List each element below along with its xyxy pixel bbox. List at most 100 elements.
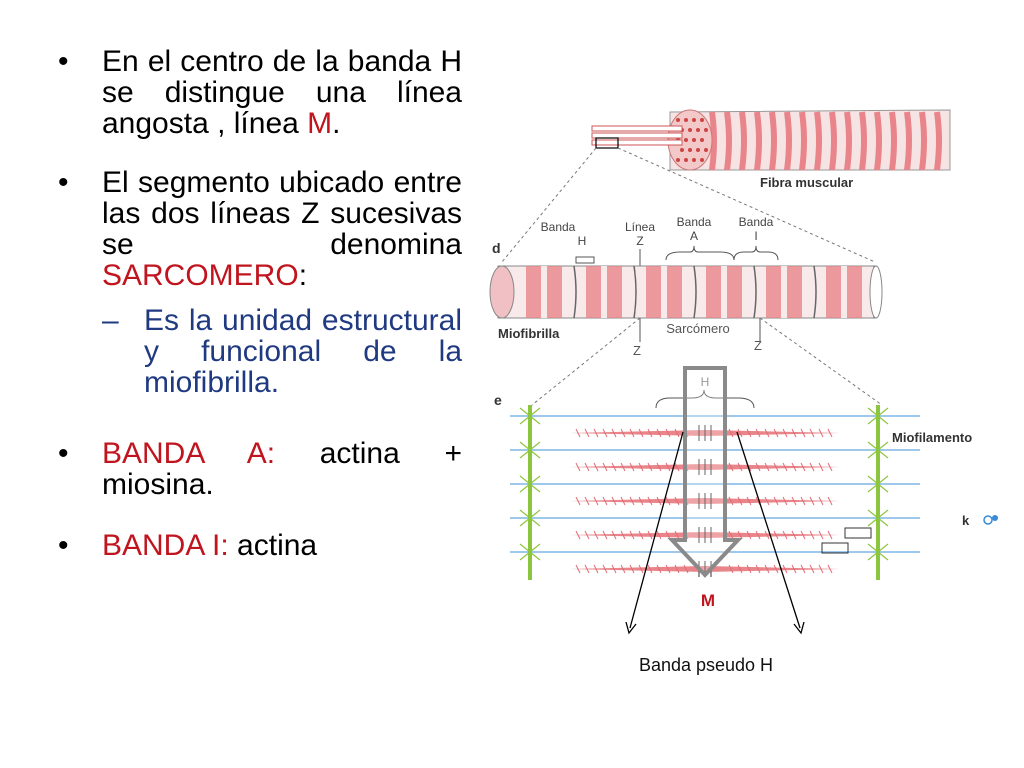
myosin-head	[656, 564, 662, 574]
myosin-head	[800, 530, 806, 540]
myofibril-h-zone	[841, 266, 847, 318]
myosin-head	[773, 496, 779, 506]
myosin-head	[584, 564, 590, 574]
bullet-text: El segmento ubicado entre las dos líneas…	[102, 166, 462, 292]
fiber-stripe	[709, 111, 717, 171]
fiber-stripe	[829, 111, 837, 171]
myosin-head	[755, 496, 761, 506]
myosin-head	[584, 496, 590, 506]
myosin-head	[638, 428, 644, 438]
myosin-head	[575, 462, 581, 472]
myosin-head	[746, 496, 752, 506]
myosin-head	[791, 564, 797, 574]
muscle-fiber-illustration: Fibra muscular	[591, 109, 951, 190]
bullet-text: En el centro de la banda H se distingue …	[102, 45, 462, 140]
myosin-head	[791, 496, 797, 506]
myosin-head	[593, 530, 599, 540]
myosin-head	[665, 428, 671, 438]
myofibril-h-zone	[601, 266, 607, 318]
myosin-head	[638, 564, 644, 574]
myofilament-illustration: e Miofilamento k H	[494, 375, 998, 580]
myosin-head	[611, 462, 617, 472]
m-line-arrow-icon	[667, 366, 743, 578]
myosin-head	[593, 564, 599, 574]
myosin-head	[773, 462, 779, 472]
z-disc-link	[867, 543, 889, 561]
banda-a-label-1: Banda	[677, 215, 712, 229]
bullet-dot: •	[58, 437, 69, 470]
fiber-stripe	[784, 111, 792, 171]
myosin-head	[755, 428, 761, 438]
myosin-head	[827, 428, 833, 438]
myosin-head	[773, 428, 779, 438]
bullet-dot: •	[58, 166, 69, 199]
text-run: El segmento ubicado entre las dos líneas…	[102, 166, 462, 261]
myosin-head	[620, 428, 626, 438]
fiber-dot	[704, 148, 708, 152]
fiber-dot	[676, 158, 680, 162]
myosin-head	[620, 496, 626, 506]
myosin-head	[827, 564, 833, 574]
z-left-label: Z	[633, 343, 641, 358]
myosin-head	[611, 428, 617, 438]
fiber-stripe	[739, 111, 747, 171]
fiber-dot	[688, 148, 692, 152]
myosin-head	[809, 428, 815, 438]
bullet-linea-m: • En el centro de la banda H se distingu…	[58, 46, 462, 139]
myosin-head	[755, 462, 761, 472]
z-disc-link	[519, 475, 541, 493]
myosin-head	[809, 462, 815, 472]
myosin-head	[683, 564, 689, 574]
myosin-head	[656, 496, 662, 506]
myosin-head	[800, 564, 806, 574]
myofibril-h-zone	[541, 266, 547, 318]
bullet-text: BANDA A: actina + miosina.	[102, 437, 462, 501]
myosin-head	[782, 496, 788, 506]
myosin-head	[656, 530, 662, 540]
bullet-dot: •	[58, 529, 69, 562]
myosin-head	[647, 530, 653, 540]
banda-h-label-2: H	[578, 234, 587, 248]
myofibril-z-line	[573, 265, 577, 319]
bullet-banda-a: • BANDA A: actina + miosina.	[58, 438, 462, 500]
fiber-stripe	[814, 111, 822, 171]
myosin-head	[737, 496, 743, 506]
myosin-head	[584, 428, 590, 438]
myosin-head	[575, 428, 581, 438]
myosin-head	[674, 564, 680, 574]
z-disc-link	[519, 407, 541, 425]
myofibril-z-line	[753, 265, 757, 319]
myosin-head	[746, 428, 752, 438]
banda-h-label-1: Banda	[541, 220, 576, 234]
myosin-head	[620, 530, 626, 540]
myosin-head	[800, 428, 806, 438]
banda-a-label-2: A	[690, 229, 698, 243]
myosin-head	[827, 462, 833, 472]
myosin-head	[674, 462, 680, 472]
fiber-stripe	[859, 111, 867, 171]
fiber-dot	[696, 128, 700, 132]
myosin-head	[809, 564, 815, 574]
fibra-muscular-label: Fibra muscular	[760, 175, 853, 190]
myosin-head	[737, 564, 743, 574]
myofibril-h-zone	[661, 266, 667, 318]
fiber-dot	[700, 158, 704, 162]
myosin-head	[746, 564, 752, 574]
text-run: actina + miosina.	[102, 437, 462, 501]
myosin-head	[782, 462, 788, 472]
myosin-head	[629, 564, 635, 574]
myosin-head	[575, 496, 581, 506]
linea-z-label-2: Z	[636, 234, 643, 248]
fiber-stripe	[754, 111, 762, 171]
myosin-head	[647, 496, 653, 506]
myosin-head	[674, 496, 680, 506]
myosin-head	[638, 530, 644, 540]
myosin-head	[602, 530, 608, 540]
z-disc-link	[519, 543, 541, 561]
myosin-head	[629, 496, 635, 506]
fiber-dot	[696, 148, 700, 152]
z-disc-link	[519, 441, 541, 459]
myosin-head	[647, 428, 653, 438]
sarcomero-figure-label: Sarcómero	[666, 321, 730, 336]
myosin-head	[602, 428, 608, 438]
